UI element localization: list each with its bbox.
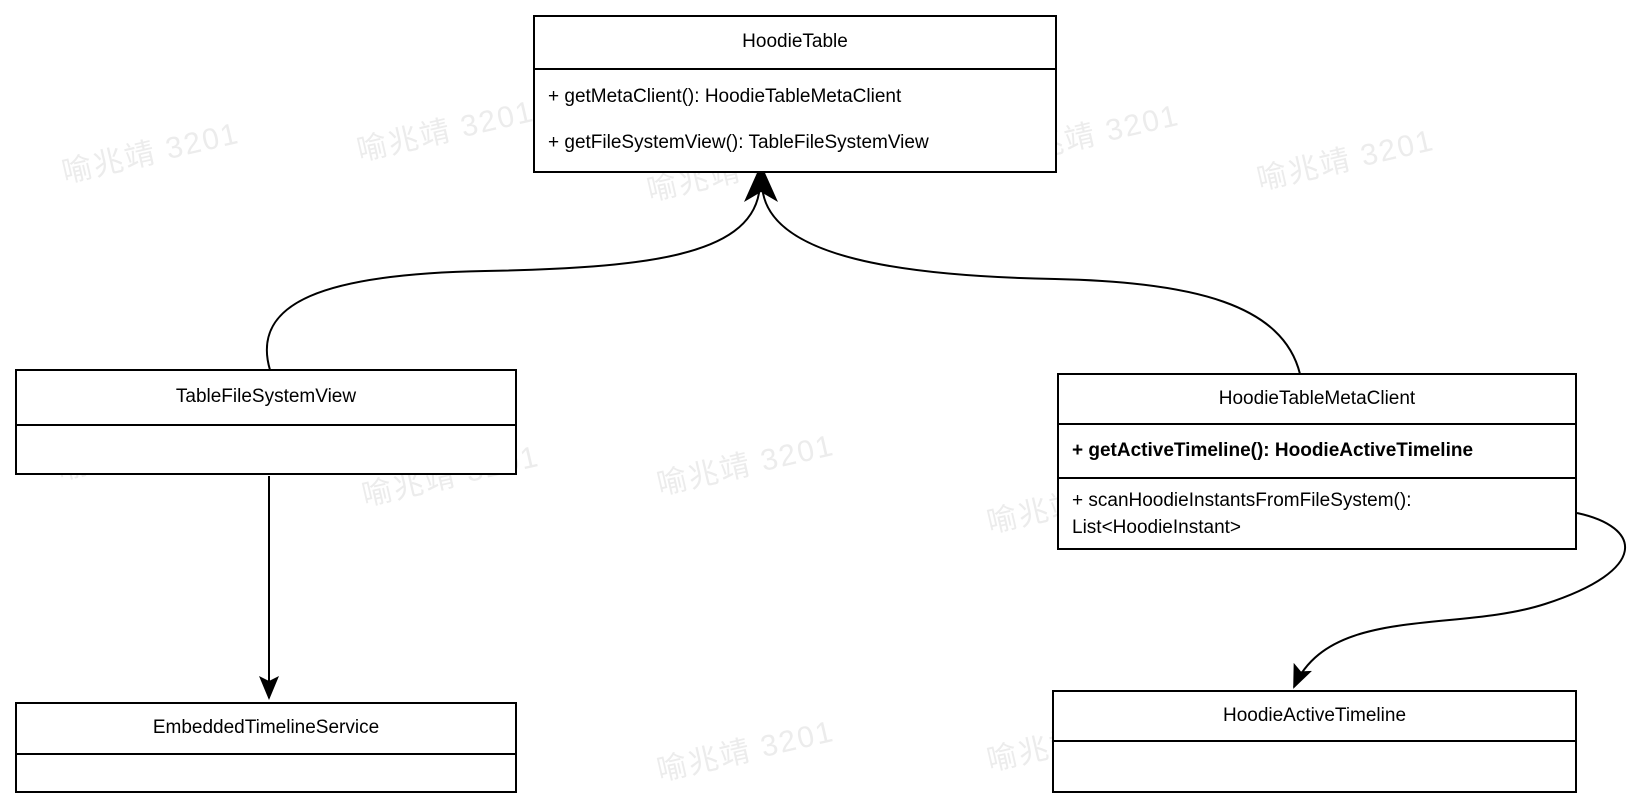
inheritance-arrowhead-icon [744, 164, 778, 202]
method-getactivetimeline: + getActiveTimeline(): HoodieActiveTimel… [1059, 425, 1575, 479]
class-methods-hoodietable: + getMetaClient(): HoodieTableMetaClient… [535, 70, 1055, 171]
class-box-hoodietable: HoodieTable + getMetaClient(): HoodieTab… [533, 15, 1057, 173]
class-title-hoodieactivetimeline: HoodieActiveTimeline [1054, 692, 1575, 742]
arrow-metaclient-to-hoodieactivetimeline [1293, 512, 1627, 689]
class-title-hoodietablemetaclient: HoodieTableMetaClient [1059, 375, 1575, 425]
method-getfilesystemview: + getFileSystemView(): TableFileSystemVi… [548, 132, 929, 154]
class-box-hoodietablemetaclient: HoodieTableMetaClient + getActiveTimelin… [1057, 373, 1577, 550]
inheritance-curve-tablefilesystemview-to-hoodietable [265, 192, 760, 371]
class-box-embeddedtimelineservice: EmbeddedTimelineService [15, 702, 517, 793]
method-scanhoodieinstantsfromfilesystem: + scanHoodieInstantsFromFileSystem(): Li… [1072, 490, 1412, 538]
class-box-tablefilesystemview: TableFileSystemView [15, 369, 517, 475]
class-title-tablefilesystemview: TableFileSystemView [17, 371, 515, 426]
class-box-hoodieactivetimeline: HoodieActiveTimeline [1052, 690, 1577, 793]
class-empty-compartment [17, 426, 515, 473]
class-title-hoodietable: HoodieTable [535, 17, 1055, 70]
inheritance-curve-metaclient-to-hoodietable [762, 192, 1301, 375]
class-empty-compartment [1054, 742, 1575, 791]
class-empty-compartment [17, 755, 515, 791]
method-getmetaclient: + getMetaClient(): HoodieTableMetaClient [548, 85, 902, 107]
class-title-embeddedtimelineservice: EmbeddedTimelineService [17, 704, 515, 755]
